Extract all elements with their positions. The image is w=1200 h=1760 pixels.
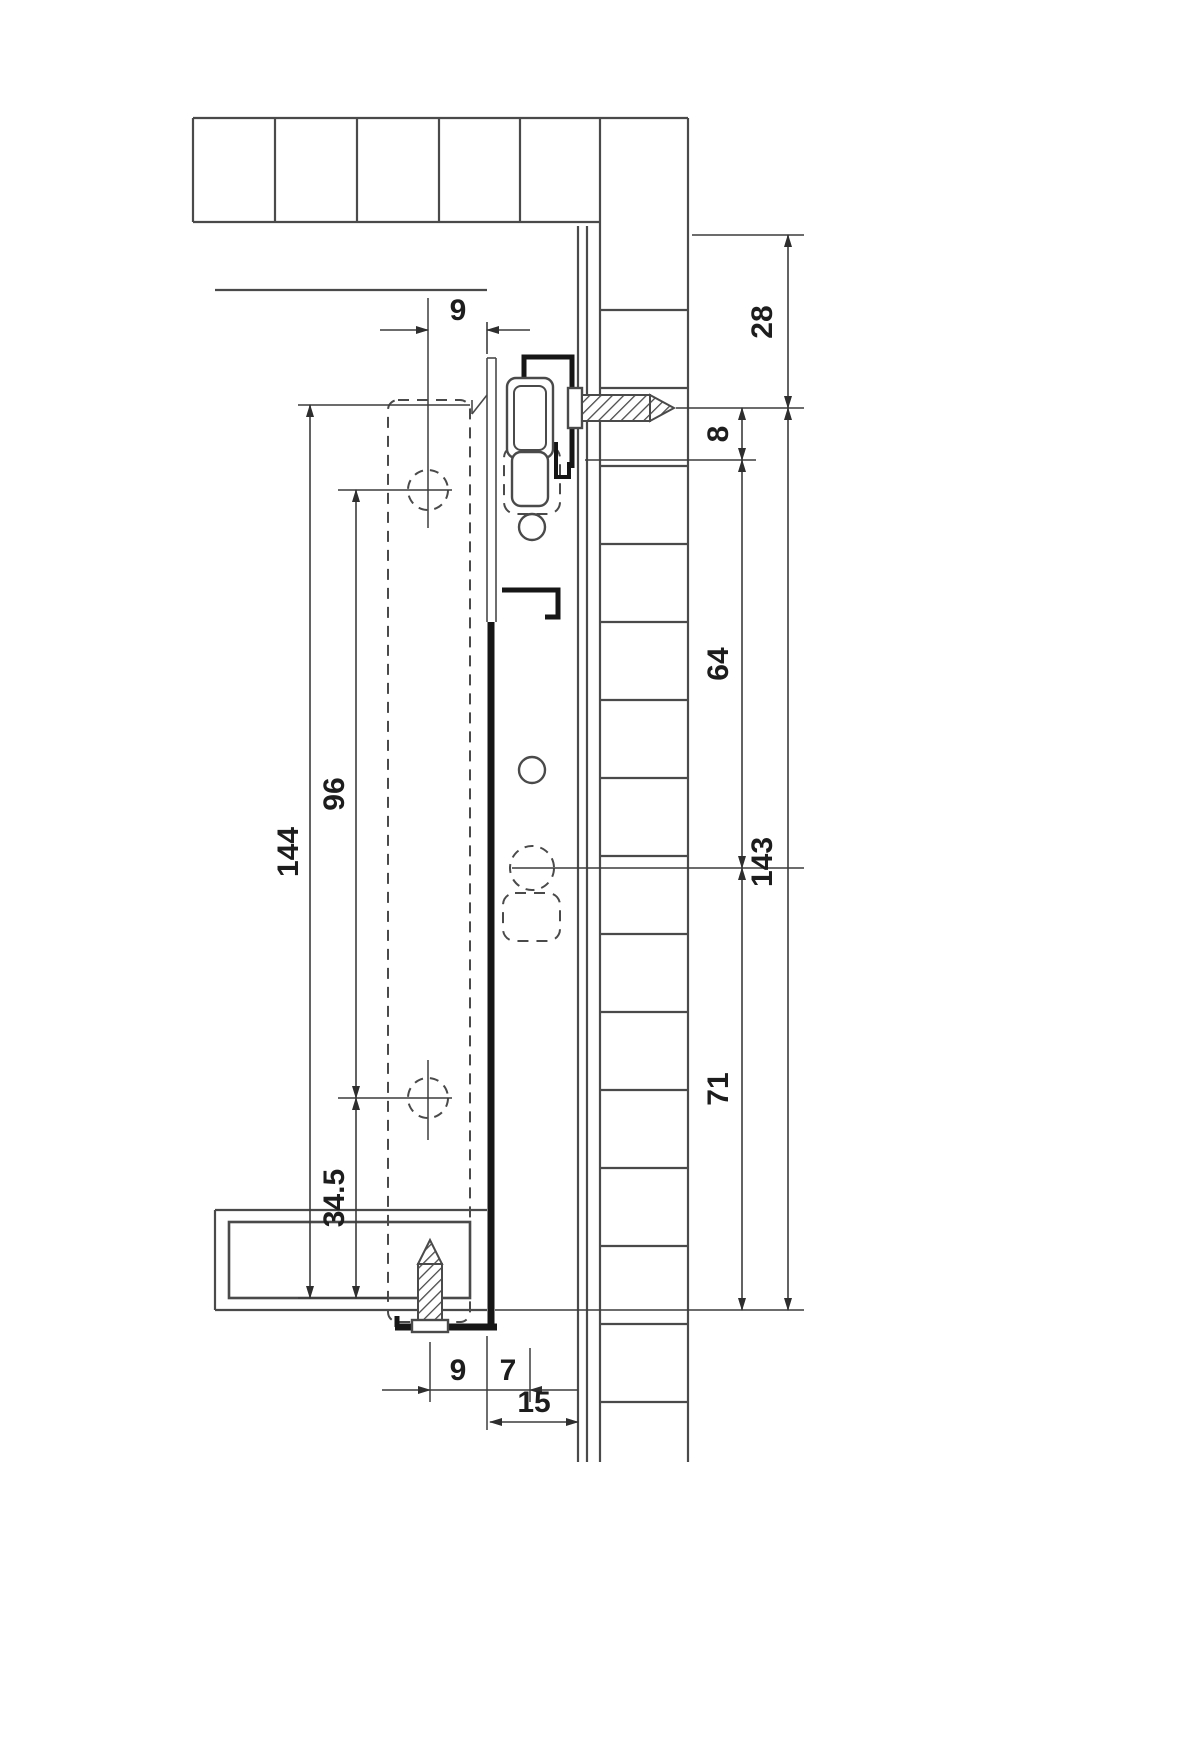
dim-bracket-to-hook: 64 bbox=[512, 459, 804, 869]
drawer-bottom-panel bbox=[213, 1208, 487, 1312]
dim-label-144: 144 bbox=[272, 827, 305, 877]
screw-shank-side bbox=[581, 394, 651, 422]
dim-label-34-5: 34.5 bbox=[318, 1169, 351, 1227]
screw-tip-side bbox=[649, 393, 677, 423]
dim-label-28: 28 bbox=[746, 305, 779, 338]
dim-hook-to-bottom: 71 bbox=[495, 867, 804, 1311]
dim-label-64: 64 bbox=[702, 647, 735, 681]
mounting-screw-bottom bbox=[410, 1237, 450, 1334]
roller-housing-inner bbox=[513, 385, 547, 451]
dim-screw-to-bracket: 8 bbox=[585, 407, 756, 461]
dim-label-9-bottom: 9 bbox=[450, 1354, 467, 1387]
cabinet-side-panel bbox=[598, 118, 690, 1462]
screw-head-side bbox=[566, 386, 584, 430]
dim-front-holes-spacing: 96 bbox=[318, 489, 452, 1099]
dim-screw-to-hook-total: 143 bbox=[746, 407, 792, 1311]
dim-front-holes-span: 144 bbox=[272, 404, 470, 1299]
runner-top-bracket bbox=[505, 354, 575, 508]
dim-label-143: 143 bbox=[746, 837, 779, 887]
roller-housing-lower bbox=[510, 450, 550, 508]
dim-label-71: 71 bbox=[702, 1072, 735, 1105]
dim-label-15: 15 bbox=[517, 1386, 550, 1419]
runner-mid-hook bbox=[502, 587, 561, 620]
dim-panel-top-to-screw: 28 bbox=[676, 234, 804, 409]
runner-roller-lower bbox=[517, 755, 547, 785]
runner-roller-upper bbox=[517, 512, 547, 542]
dim-top-offset: 9 bbox=[380, 294, 530, 354]
dim-label-8: 8 bbox=[702, 426, 735, 443]
cabinet-top-panel bbox=[191, 116, 688, 224]
runner-rail-profile bbox=[394, 357, 497, 1331]
dim-rail-to-panel: 15 bbox=[489, 1386, 579, 1426]
screw-tip-bottom bbox=[416, 1237, 444, 1265]
drawer-front-dashed-outline bbox=[387, 399, 471, 1323]
screw-head-bottom bbox=[410, 1318, 450, 1334]
dim-bottom-hole-offset: 34.5 bbox=[318, 1097, 360, 1299]
mounting-screw-side bbox=[566, 386, 677, 430]
dim-bottom-offsets: 9 7 bbox=[382, 1354, 578, 1394]
dim-label-96: 96 bbox=[318, 777, 351, 810]
runner-back-plate bbox=[576, 226, 589, 1462]
screw-shank-bottom bbox=[417, 1263, 443, 1323]
dim-label-top-offset: 9 bbox=[450, 294, 467, 327]
dim-label-7: 7 bbox=[500, 1354, 517, 1387]
